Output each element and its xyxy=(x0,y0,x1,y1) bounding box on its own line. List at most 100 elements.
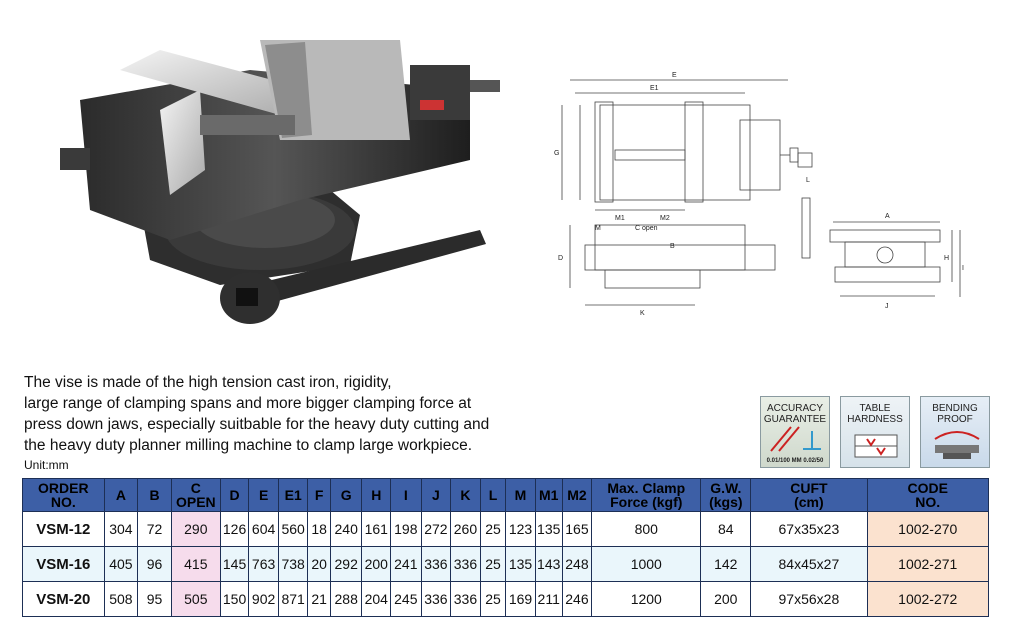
badge-title: GUARANTEE xyxy=(763,414,827,425)
badge-title: ACCURACY xyxy=(766,403,824,414)
table-cell: 1000 xyxy=(591,546,702,582)
table-cell: 241 xyxy=(390,546,422,582)
header-cuft: CUFT(cm) xyxy=(750,478,868,512)
table-cell: 1200 xyxy=(591,581,702,617)
header-m2: M2 xyxy=(561,478,593,512)
table-cell: 84 xyxy=(700,511,752,547)
bending-icon xyxy=(934,431,980,459)
description-line: large range of clamping spans and more b… xyxy=(24,395,472,412)
table-cell: 738 xyxy=(277,546,309,582)
header-f: F xyxy=(307,478,331,512)
table-cell: 123 xyxy=(505,511,536,547)
table-cell: 336 xyxy=(450,546,481,582)
table-cell: 18 xyxy=(307,511,331,547)
table-cell: 200 xyxy=(700,581,752,617)
table-cell: 336 xyxy=(420,546,452,582)
table-cell: 211 xyxy=(534,581,563,617)
badge-title: PROOF xyxy=(937,414,973,425)
header-i: I xyxy=(390,478,422,512)
table-cell: 67x35x23 xyxy=(750,511,868,547)
dim-M2: M2 xyxy=(660,215,670,222)
dim-H: H xyxy=(944,255,949,262)
table-cell: 800 xyxy=(591,511,702,547)
badge-title: HARDNESS xyxy=(847,414,903,425)
header-e: E xyxy=(248,478,279,512)
header-a: A xyxy=(103,478,139,512)
table-cell: 272 xyxy=(420,511,452,547)
badge-title: TABLE xyxy=(859,403,891,414)
dim-E: E xyxy=(672,72,677,79)
dim-M1: M1 xyxy=(615,215,625,222)
table-cell: 145 xyxy=(219,546,250,582)
description-line: The vise is made of the high tension cas… xyxy=(24,374,392,391)
dim-G: G xyxy=(554,150,559,157)
header-j: J xyxy=(420,478,452,512)
table-cell: 246 xyxy=(561,581,593,617)
vise-photo xyxy=(60,40,500,324)
code-number-cell: 1002-271 xyxy=(866,546,989,582)
dim-K: K xyxy=(640,310,645,317)
table-cell: 135 xyxy=(534,511,563,547)
table-cell: 165 xyxy=(561,511,593,547)
table-cell: 415 xyxy=(170,546,221,582)
table-cell: 292 xyxy=(329,546,363,582)
header-e1: E1 xyxy=(277,478,309,512)
dim-D: D xyxy=(558,255,563,262)
table-cell: 84x45x27 xyxy=(750,546,868,582)
dim-A: A xyxy=(885,213,890,220)
table-cell: 204 xyxy=(361,581,392,617)
code-number-cell: 1002-272 xyxy=(866,581,989,617)
code-number-cell: 1002-270 xyxy=(866,511,989,547)
header-k: K xyxy=(450,478,481,512)
table-cell: 97x56x28 xyxy=(750,581,868,617)
dim-B: B xyxy=(670,243,675,250)
table-cell: 143 xyxy=(534,546,563,582)
table-cell: 95 xyxy=(137,581,172,617)
table-cell: 135 xyxy=(505,546,536,582)
table-cell: 560 xyxy=(277,511,309,547)
table-cell: 150 xyxy=(219,581,250,617)
table-cell: 126 xyxy=(219,511,250,547)
header-gw: G.W.(kgs) xyxy=(700,478,752,512)
description-line: press down jaws, especially suitbable fo… xyxy=(24,416,490,433)
table-cell: 604 xyxy=(248,511,279,547)
table-cell: 304 xyxy=(103,511,139,547)
table-cell: 336 xyxy=(450,581,481,617)
table-cell: 20 xyxy=(307,546,331,582)
table-cell: 198 xyxy=(390,511,422,547)
description-line: the heavy duty planner milling machine t… xyxy=(24,437,473,454)
dim-J: J xyxy=(885,303,889,310)
hardness-icon xyxy=(854,434,898,458)
technical-drawings: E E1 G M1 M2 M C open B D K L A H I J xyxy=(554,72,964,317)
table-cell: 290 xyxy=(170,511,221,547)
header-m1: M1 xyxy=(534,478,563,512)
table-cell: 902 xyxy=(248,581,279,617)
order-number-cell: VSM-12 xyxy=(22,511,105,547)
dim-C-open: C open xyxy=(635,225,658,232)
header-h: H xyxy=(361,478,392,512)
table-cell: 72 xyxy=(137,511,172,547)
dim-M: M xyxy=(595,225,601,232)
table-cell: 871 xyxy=(277,581,309,617)
table-cell: 142 xyxy=(700,546,752,582)
table-cell: 405 xyxy=(103,546,139,582)
badge-foot: 0.01/100 MM 0.02/50 xyxy=(766,458,824,464)
table-cell: 260 xyxy=(450,511,481,547)
table-cell: 161 xyxy=(361,511,392,547)
table-cell: 25 xyxy=(479,511,507,547)
header-l: L xyxy=(479,478,507,512)
badge-title: BENDING xyxy=(932,403,978,414)
product-description: The vise is made of the high tension cas… xyxy=(24,372,624,456)
table-cell: 240 xyxy=(329,511,363,547)
unit-label: Unit:mm xyxy=(24,458,69,472)
header-d: D xyxy=(219,478,250,512)
